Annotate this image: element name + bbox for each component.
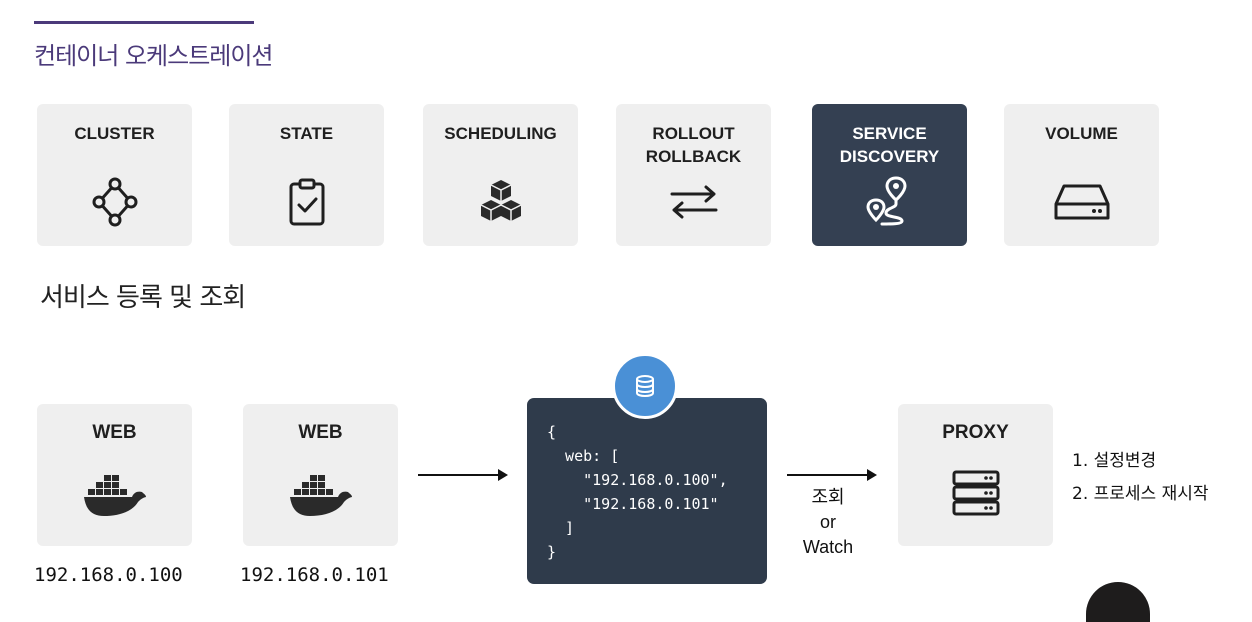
host-label: WEB bbox=[298, 422, 343, 443]
swap-arrows-icon bbox=[666, 174, 722, 234]
lookup-label: 조회 or Watch bbox=[802, 487, 854, 557]
slide-title: 컨테이너 오케스트레이션 bbox=[34, 42, 274, 70]
feature-label: CLUSTER bbox=[74, 124, 155, 143]
stacked-boxes-icon bbox=[473, 174, 529, 234]
hard-drive-icon bbox=[1052, 174, 1112, 234]
section-title: 서비스 등록 및 조회 bbox=[40, 283, 246, 313]
route-pin-icon bbox=[862, 174, 918, 234]
feature-card-scheduling: SCHEDULING bbox=[423, 104, 578, 246]
step-item: 2. 프로세스 재시작 bbox=[1072, 484, 1209, 504]
server-rack-icon bbox=[950, 468, 1002, 522]
feature-label: STATE bbox=[279, 124, 334, 143]
host-card-web-1: WEB bbox=[37, 404, 192, 546]
lookup-arrow bbox=[787, 469, 877, 481]
service-registry-box: { web: [ "192.168.0.100", "192.168.0.101… bbox=[527, 398, 767, 584]
presenter-image bbox=[1086, 582, 1150, 622]
register-arrow bbox=[418, 469, 508, 481]
host-card-web-2: WEB bbox=[243, 404, 398, 546]
proxy-steps: 1. 설정변경 2. 프로세스 재시작 bbox=[1072, 445, 1209, 511]
docker-whale-icon bbox=[288, 470, 354, 524]
proxy-card: PROXY bbox=[898, 404, 1053, 546]
host-label: WEB bbox=[92, 422, 137, 443]
registry-code: { web: [ "192.168.0.100", "192.168.0.101… bbox=[547, 423, 728, 561]
step-item: 1. 설정변경 bbox=[1072, 451, 1157, 471]
title-accent-bar bbox=[34, 21, 254, 24]
feature-card-cluster: CLUSTER bbox=[37, 104, 192, 246]
feature-label: VOLUME bbox=[1045, 124, 1118, 143]
feature-label: SERVICE DISCOVERY bbox=[839, 124, 940, 166]
clipboard-check-icon bbox=[279, 174, 335, 234]
feature-card-rollout-rollback: ROLLOUT ROLLBACK bbox=[616, 104, 771, 246]
feature-card-state: STATE bbox=[229, 104, 384, 246]
feature-label: ROLLOUT ROLLBACK bbox=[645, 124, 742, 166]
feature-label: SCHEDULING bbox=[444, 124, 557, 143]
proxy-label: PROXY bbox=[942, 422, 1009, 443]
docker-whale-icon bbox=[82, 470, 148, 524]
feature-card-volume: VOLUME bbox=[1004, 104, 1159, 246]
database-icon bbox=[612, 353, 678, 419]
cluster-nodes-icon bbox=[87, 174, 143, 234]
host-ip: 192.168.0.100 bbox=[34, 564, 183, 586]
host-ip: 192.168.0.101 bbox=[240, 564, 389, 586]
feature-card-service-discovery: SERVICE DISCOVERY bbox=[812, 104, 967, 246]
